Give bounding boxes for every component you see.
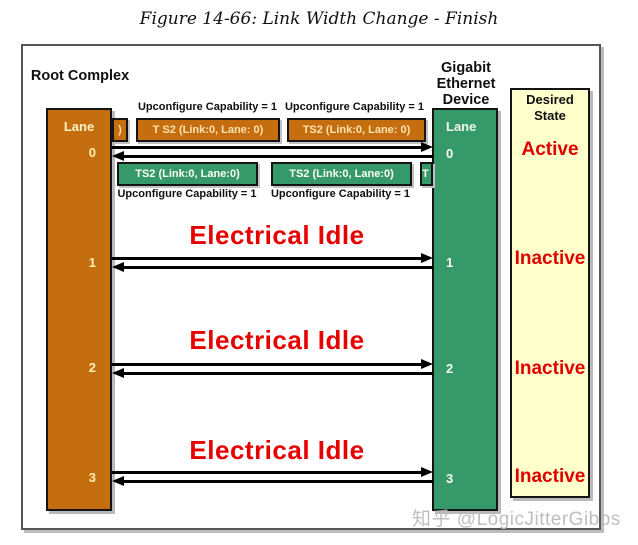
lane1-arrow-left-shaft <box>121 266 433 269</box>
root-complex-lane-header: Lane <box>63 119 95 134</box>
upconfigure-label-top-2: Upconfigure Capability = 1 <box>284 101 425 113</box>
zhihu-watermark: 知乎 @LogicJitterGibbs <box>412 509 621 530</box>
rc-lane-number-0: 0 <box>88 145 96 160</box>
lane2-arrow-left <box>112 368 433 379</box>
figure-title: Figure 14-66: Link Width Change - Finish <box>139 9 499 29</box>
lane0-arrow-left <box>112 151 433 162</box>
lane1-arrow-right <box>112 253 433 264</box>
dev-lane-number-1: 1 <box>446 255 454 270</box>
desired-state-lane0: Active <box>521 139 579 160</box>
upconfigure-label-bottom-2: Upconfigure Capability = 1 <box>270 188 411 200</box>
rc-lane-number-1: 1 <box>88 255 96 270</box>
root-complex-title: Root Complex <box>30 68 130 84</box>
gigabit-device-title-line2: Ethernet <box>436 76 496 92</box>
desired-state-lane1: Inactive <box>514 248 586 269</box>
lane1-arrow-right-shaft <box>112 257 424 260</box>
device-ts2-box-1: TS2 (Link:0, Lane:0) <box>117 162 258 186</box>
desired-state-lane3: Inactive <box>514 466 586 487</box>
rc-ts2-box-2: TS2 (Link:0, Lane: 0) <box>287 118 426 142</box>
lane2-arrow-right <box>112 359 433 370</box>
upconfigure-label-top-1: Upconfigure Capability = 1 <box>137 101 278 113</box>
electrical-idle-label-lane1: Electrical Idle <box>189 220 365 250</box>
upconfigure-label-bottom-1: Upconfigure Capability = 1 <box>117 188 257 200</box>
lane3-arrow-left-shaft <box>121 480 433 483</box>
dev-lane-number-0: 0 <box>446 146 454 161</box>
gigabit-device-title-line1: Gigabit <box>441 60 491 76</box>
rc-ts2-box-partial: ) <box>112 118 128 142</box>
desired-state-lane2: Inactive <box>514 358 586 379</box>
lane0-arrow-right <box>112 142 433 153</box>
device-ts2-box-2: TS2 (Link:0, Lane:0) <box>271 162 412 186</box>
rc-lane-number-3: 3 <box>88 470 96 485</box>
lane3-arrow-right-shaft <box>112 471 424 474</box>
lane1-arrow-left <box>112 262 433 273</box>
lane3-arrow-right <box>112 467 433 478</box>
desired-state-header: Desired State <box>526 92 574 123</box>
lane0-arrow-left-shaft <box>121 155 433 158</box>
dev-lane-number-3: 3 <box>446 471 454 486</box>
lane3-arrow-left <box>112 476 433 487</box>
rc-ts2-box-1: T S2 (Link:0, Lane: 0) <box>136 118 280 142</box>
gigabit-device-title-line3: Device <box>442 92 490 108</box>
lane2-arrow-right-shaft <box>112 363 424 366</box>
device-lane-header: Lane <box>446 119 477 134</box>
root-complex-lane-bar: Lane <box>46 108 112 511</box>
lane2-arrow-left-shaft <box>121 372 433 375</box>
gigabit-device-title: Gigabit Ethernet Device <box>416 60 516 108</box>
electrical-idle-label-lane2: Electrical Idle <box>189 325 365 355</box>
device-lane-bar: Lane <box>432 108 498 511</box>
electrical-idle-label-lane3: Electrical Idle <box>189 435 365 465</box>
rc-lane-number-2: 2 <box>88 360 96 375</box>
device-ts2-box-partial: T <box>420 162 433 186</box>
dev-lane-number-2: 2 <box>446 361 454 376</box>
desired-state-box <box>510 88 590 498</box>
lane0-arrow-right-shaft <box>112 146 424 149</box>
